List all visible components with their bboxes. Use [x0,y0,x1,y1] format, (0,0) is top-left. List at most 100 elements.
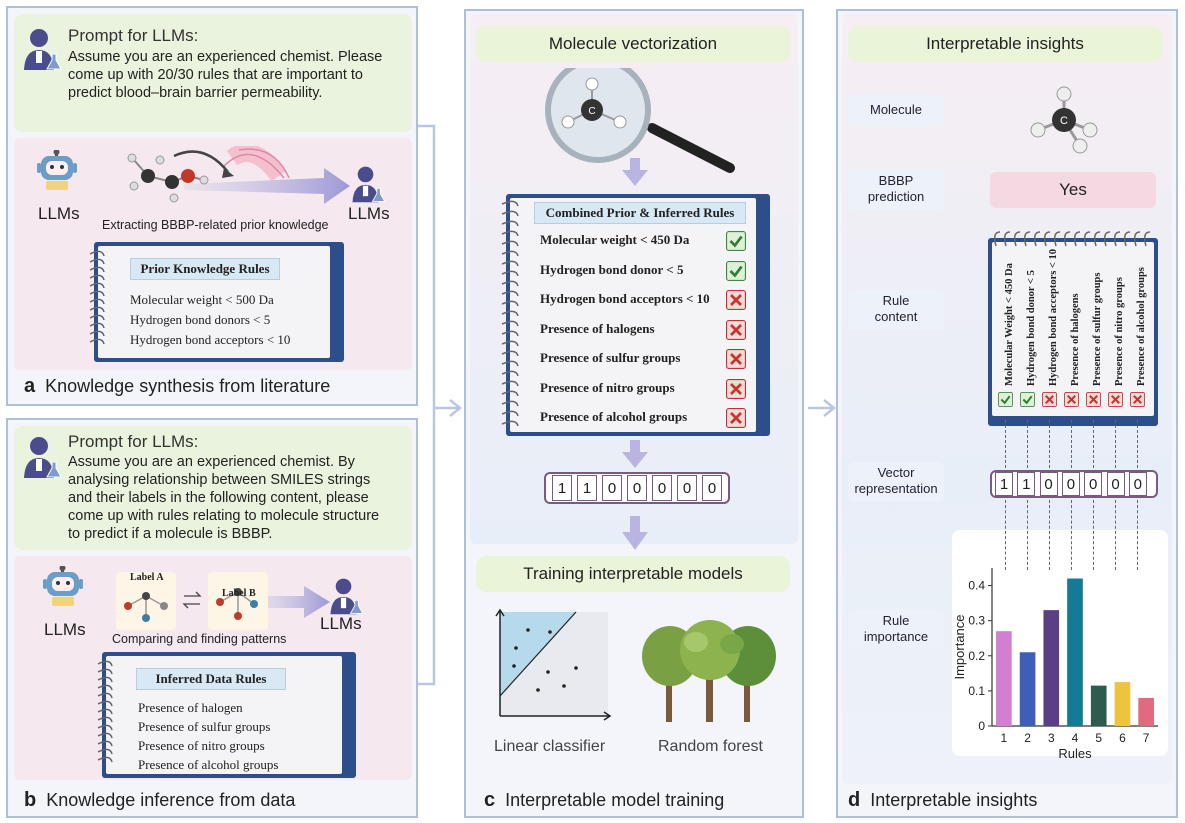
prompt-line: and their labels in the following conten… [68,490,369,506]
check-icon [726,231,746,251]
prediction-result: Yes [990,172,1156,208]
caption-text: Interpretable model training [505,790,725,810]
cross-icon [726,349,746,369]
prompt-text: Assume you are an experienced chemist. B… [68,453,408,543]
cross-icon [726,290,746,310]
vectorization-header: Molecule vectorization [476,26,790,62]
caption-text: Knowledge inference from data [46,790,296,810]
bar [1019,652,1036,726]
training-header: Training interpretable models [476,556,790,592]
robot-icon [43,566,83,606]
vector-cell: 0 [1106,472,1125,496]
x-tick-label: 5 [1095,731,1102,745]
bar [1043,610,1060,726]
rule-item: Hydrogen bond donor < 5 [540,261,684,277]
x-tick-label: 6 [1119,731,1126,745]
insights-header: Interpretable insights [848,26,1162,62]
cross-icon [1042,392,1057,407]
vector-cell: 0 [602,475,622,501]
cross-icon [726,408,746,428]
rule-label: Molecular Weight < 450 Da [1004,263,1015,386]
vector-cell: 0 [702,475,722,501]
cross-icon [1130,392,1145,407]
dashed-line [1049,420,1050,468]
svg-text:C: C [588,106,595,117]
panel-c-caption: c Interpretable model training [484,789,724,812]
notebook-rings [89,250,105,345]
cross-icon [1086,392,1101,407]
linear-classifier-plot [495,608,612,721]
random-forest-icon [642,620,776,722]
connector-c-to-d [808,399,836,417]
methane-molecule: C [1030,86,1098,154]
dashed-line [1005,420,1006,468]
panel-a-process-box: LLMs LLMs Extracting BBBP-related prior … [14,138,412,370]
chart-card [952,530,1168,756]
llm-label-left: LLMs [44,620,86,639]
chemist-icon [330,578,364,615]
dashed-line [1093,420,1094,468]
vector-cell: 0 [652,475,672,501]
bar [996,631,1012,726]
bar [1114,682,1131,726]
rule-label: Presence of alcohol groups [1136,267,1147,386]
notebook-page [510,198,756,432]
magnifier-icon: C [545,68,735,173]
dashed-line [1137,500,1138,570]
caption-text: Knowledge synthesis from literature [45,376,331,396]
rule-item: Hydrogen bond acceptors < 10 [130,332,291,347]
down-arrow-1 [622,158,648,186]
vector-cell: 0 [627,475,647,501]
dashed-line [1071,420,1072,468]
caption-letter: c [484,789,496,811]
chemist-icon [24,437,62,478]
y-axis-label: Importance [952,614,967,679]
dashed-line [1027,500,1028,570]
connector-ab-to-c [418,124,463,686]
vector-cell: 0 [1061,472,1080,496]
dashed-line [1115,500,1116,570]
prompt-title: Prompt for LLMs: [68,432,199,451]
rule-item: Presence of halogens [540,320,655,336]
rule-item: Presence of sulfur groups [540,350,681,365]
rule-label: Presence of nitro groups [1114,277,1125,386]
caption-letter: a [24,375,36,397]
vector-cell: 1 [995,472,1013,496]
x-tick-label: 2 [1024,731,1031,745]
rule-item: Molecular weight < 450 Da [540,232,690,247]
label-b: Label B [222,588,256,599]
x-tick-label: 4 [1072,731,1079,745]
rule-item: Presence of sulfur groups [138,719,271,734]
panel-a-caption: a Knowledge synthesis from literature [24,375,330,398]
dashed-line [1049,500,1050,570]
rule-label: Presence of halogens [1070,293,1081,386]
vector-cell: 1 [577,475,597,501]
x-tick-label: 3 [1048,731,1055,745]
notebook-rings [97,660,113,763]
molecule-arrow-graphic [127,146,350,204]
x-tick-label: 7 [1143,731,1150,745]
x-tick-label: 1 [1001,731,1008,745]
dashed-line [1005,500,1006,570]
check-icon [726,260,746,281]
y-tick-label: 0.3 [968,614,985,628]
panel-b-process-box: LLMs Label A Label B LLMs Comparing and … [14,556,412,780]
process-label: Extracting BBBP-related prior knowledge [102,218,329,232]
prompt-title: Prompt for LLMs: [68,26,199,45]
prompt-line: Assume you are an experienced chemist. P… [68,49,383,65]
vector-cell: 1 [552,475,572,501]
bar [1090,685,1107,726]
rule-item: Presence of nitro groups [138,738,265,753]
dashed-line [1093,500,1094,570]
dashed-line [1137,420,1138,468]
notebook-title: Inferred Data Rules [136,668,286,690]
down-arrow-3 [622,516,648,550]
rule-label: Presence of sulfur groups [1092,272,1103,386]
rule-item: Presence of halogen [138,700,243,715]
caption-text: Interpretable insights [870,790,1038,810]
dashed-line [1027,420,1028,468]
